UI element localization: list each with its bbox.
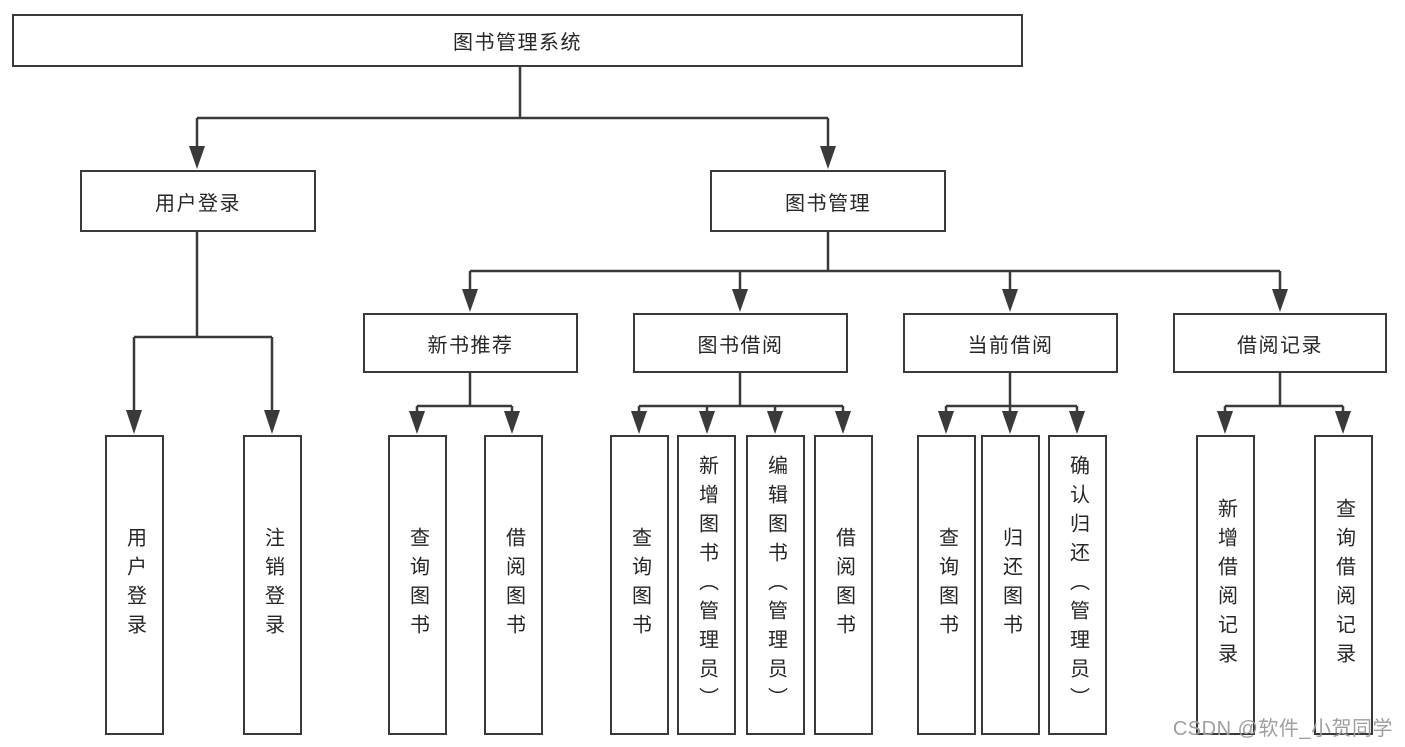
csdn-watermark: CSDN @软件_小贺同学	[1172, 718, 1393, 740]
leaf-confirm-return-admin: 确认归还（管理员）	[1048, 435, 1107, 735]
node-new-book-recommend: 新书推荐	[363, 313, 578, 373]
arrowhead-book-mgmt	[820, 146, 836, 169]
arrowhead-lvl3-1	[462, 289, 478, 312]
node-book-borrow: 图书借阅	[633, 313, 848, 373]
leaf-add-borrow-record: 新增借阅记录	[1196, 435, 1255, 735]
leaf-borrow-books: 借阅图书	[814, 435, 873, 735]
node-book-management: 图书管理	[710, 170, 946, 232]
arrowhead-g1-2	[504, 411, 520, 434]
leaf-borrow-books-recommend: 借阅图书	[484, 435, 543, 735]
leaf-query-borrow-record: 查询借阅记录	[1314, 435, 1373, 735]
arrowhead-user-login	[189, 146, 205, 169]
arrowhead-g4-1	[1217, 411, 1233, 434]
arrowhead-lvl3-3	[1002, 289, 1018, 312]
node-user-login: 用户登录	[80, 170, 316, 232]
arrowhead-g3-3	[1069, 411, 1085, 434]
arrowhead-g3-1	[938, 411, 954, 434]
arrowhead-g1-1	[409, 411, 425, 434]
arrowhead-g4-2	[1335, 411, 1351, 434]
node-root-system: 图书管理系统	[12, 14, 1023, 67]
arrowhead-g2-4	[835, 411, 851, 434]
leaf-return-books: 归还图书	[981, 435, 1040, 735]
arrowhead-lvl3-4	[1272, 289, 1288, 312]
leaf-logout: 注销登录	[243, 435, 302, 735]
arrowhead-g2-3	[767, 411, 783, 434]
leaf-query-books-recommend: 查询图书	[388, 435, 447, 735]
arrowhead-g2-1	[631, 411, 647, 434]
leaf-add-books-admin: 新增图书（管理员）	[677, 435, 736, 735]
arrowhead-lvl3-2	[732, 289, 748, 312]
leaf-query-books-current: 查询图书	[917, 435, 976, 735]
leaf-user-login: 用户登录	[105, 435, 164, 735]
arrowhead-leaf-user-1	[126, 410, 142, 434]
arrowhead-leaf-user-2	[264, 410, 280, 434]
node-borrow-records: 借阅记录	[1173, 313, 1387, 373]
leaf-query-books-borrow: 查询图书	[610, 435, 669, 735]
arrowhead-g2-2	[699, 411, 715, 434]
arrowhead-g3-2	[1002, 411, 1018, 434]
node-current-borrow: 当前借阅	[903, 313, 1118, 373]
leaf-edit-books-admin: 编辑图书（管理员）	[746, 435, 805, 735]
